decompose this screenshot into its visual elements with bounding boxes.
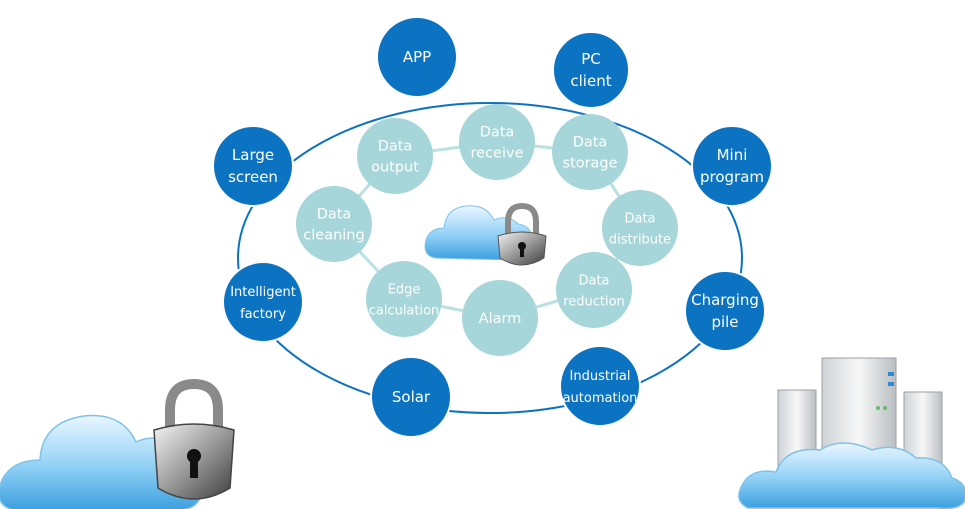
inner-node-label: Data [480, 125, 515, 141]
outer-node-intelligent-factory: Intelligent factory [222, 261, 304, 343]
inner-node-label: calculation [369, 304, 440, 319]
inner-node-label: output [371, 160, 419, 176]
inner-node-data-reduction: Data reduction [556, 252, 632, 328]
outer-node-label: PC [581, 50, 601, 68]
outer-node-circle [222, 261, 304, 343]
outer-node-label: program [700, 168, 764, 186]
inner-node-label: receive [471, 146, 524, 162]
outer-node-app: APP [376, 16, 458, 98]
inner-nodes: DatareceiveDatastorageDatadistributeData… [296, 104, 678, 356]
inner-node-edge-calculation: Edge calculation [366, 261, 442, 337]
outer-node-label: APP [403, 48, 431, 66]
outer-node-circle [212, 125, 294, 207]
inner-node-label: reduction [563, 295, 625, 310]
inner-node-circle [366, 261, 442, 337]
inner-node-circle [552, 114, 628, 190]
inner-node-label: Edge [388, 283, 421, 298]
outer-node-label: Solar [392, 388, 431, 406]
outer-node-label: Intelligent [230, 285, 296, 300]
inner-node-label: Data [317, 207, 352, 223]
inner-node-circle [556, 252, 632, 328]
outer-node-pc-client: PC client [552, 31, 630, 109]
cloud-lock-icon [424, 202, 547, 266]
cloud-servers-icon [738, 357, 965, 509]
cloud-lock-icon [0, 378, 235, 509]
inner-node-data-distribute: Data distribute [602, 190, 678, 266]
outer-node-industrial-automation: Industrial automation [559, 345, 641, 427]
outer-node-label: automation [563, 391, 638, 406]
inner-node-data-cleaning: Data cleaning [296, 186, 372, 262]
inner-node-circle [462, 280, 538, 356]
inner-node-label: Data [578, 274, 609, 289]
outer-node-circle [559, 345, 641, 427]
outer-node-large-screen: Large screen [212, 125, 294, 207]
outer-node-label: client [570, 72, 611, 90]
outer-node-label: Mini [717, 146, 748, 164]
inner-node-circle [602, 190, 678, 266]
inner-node-data-storage: Data storage [552, 114, 628, 190]
outer-node-circle [552, 31, 630, 109]
inner-node-alarm: Alarm [462, 280, 538, 356]
outer-node-label: Large [232, 146, 274, 164]
inner-node-circle [459, 104, 535, 180]
outer-node-label: Charging [691, 291, 759, 309]
inner-node-label: distribute [609, 233, 671, 248]
outer-node-circle [684, 270, 766, 352]
inner-node-label: Alarm [479, 311, 522, 327]
outer-node-mini-program: Mini program [691, 125, 773, 207]
inner-node-circle [357, 118, 433, 194]
outer-node-label: pile [711, 313, 738, 331]
inner-node-label: Data [573, 135, 608, 151]
outer-node-charging-pile: Charging pile [684, 270, 766, 352]
outer-node-solar: Solar [370, 356, 452, 438]
outer-node-label: screen [228, 168, 278, 186]
outer-node-circle [370, 356, 452, 438]
inner-node-data-receive: Data receive [459, 104, 535, 180]
inner-node-label: Data [378, 139, 413, 155]
outer-node-circle [376, 16, 458, 98]
outer-node-label: Industrial [570, 369, 631, 384]
outer-ring [237, 102, 743, 414]
outer-node-label: factory [240, 307, 286, 322]
outer-node-circle [691, 125, 773, 207]
inner-node-data-output: Data output [357, 118, 433, 194]
inner-node-label: Data [624, 212, 655, 227]
inner-node-label: cleaning [303, 228, 364, 244]
inner-node-circle [296, 186, 372, 262]
inner-node-label: storage [562, 156, 617, 172]
